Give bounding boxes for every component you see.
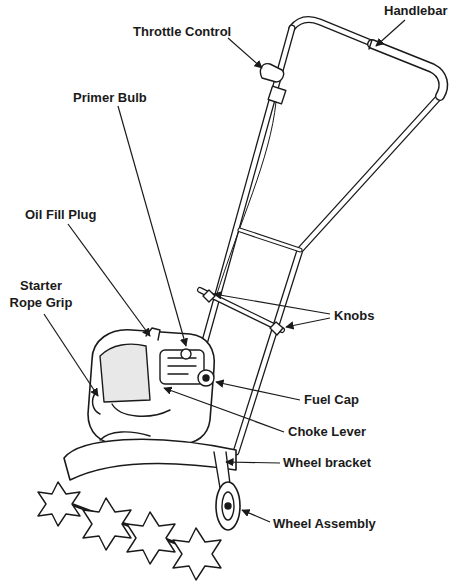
tiller-drawing (38, 20, 443, 580)
part-label: Fuel Cap (304, 391, 359, 408)
part-label: Knobs (334, 307, 374, 324)
leader-lines (44, 20, 405, 522)
part-label: Choke Lever (288, 423, 366, 440)
part-label: Primer Bulb (73, 89, 147, 106)
part-label: Handlebar (384, 2, 448, 19)
part-label: Wheel Assembly (273, 515, 376, 532)
part-label: Starter Rope Grip (6, 277, 76, 311)
part-label: Wheel bracket (283, 454, 371, 471)
part-label: Oil Fill Plug (25, 206, 97, 223)
part-label: Throttle Control (133, 23, 231, 40)
